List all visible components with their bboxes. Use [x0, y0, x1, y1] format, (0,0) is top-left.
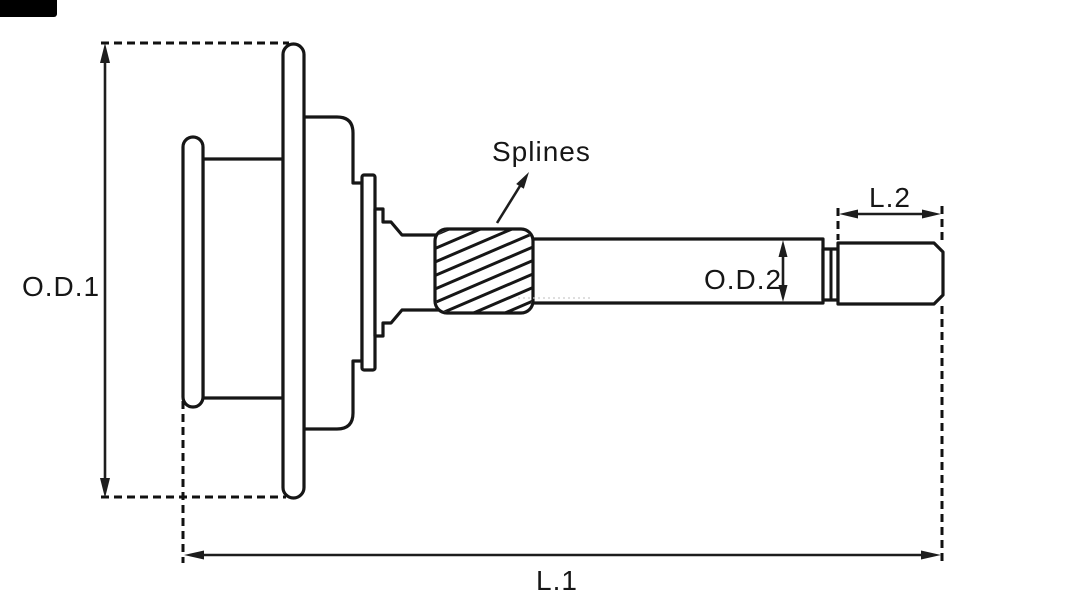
large-disc — [281, 42, 306, 500]
shaft-od2-section — [528, 237, 825, 305]
l1-label: L.1 — [536, 565, 578, 596]
l2-arrow-left-icon — [839, 209, 858, 219]
spacer-washer — [360, 173, 377, 372]
dimension-l1: L.1 — [181, 306, 944, 596]
l2-arrow-right-icon — [922, 209, 941, 219]
part-outline — [181, 42, 945, 500]
splines-callout: Splines — [492, 136, 591, 224]
small-flange-disc — [181, 135, 205, 409]
dimension-od2: O.D.2 — [704, 240, 788, 302]
bearing-body-section — [302, 115, 364, 431]
spline-hatching — [436, 230, 532, 312]
od1-arrow-up-icon — [100, 43, 110, 63]
l1-arrow-right-icon — [921, 550, 941, 560]
armature-cylinder — [201, 157, 285, 400]
od2-arrow-down-icon — [778, 285, 788, 302]
splines-leader-line — [495, 185, 522, 224]
dimension-l2: L.2 — [836, 182, 944, 241]
l1-arrow-left-icon — [184, 550, 204, 560]
splined-section — [433, 227, 535, 315]
splines-label: Splines — [492, 136, 591, 167]
od1-arrow-down-icon — [100, 478, 110, 498]
od2-label: O.D.2 — [704, 264, 782, 295]
l2-label: L.2 — [869, 182, 911, 213]
shaft-end-journal — [836, 241, 945, 306]
od1-label: O.D.1 — [22, 271, 100, 302]
dimension-od1: O.D.1 — [22, 41, 289, 499]
od2-arrow-up-icon — [778, 240, 788, 257]
splines-arrow-icon — [516, 172, 529, 189]
corner-logo-block — [0, 0, 57, 17]
